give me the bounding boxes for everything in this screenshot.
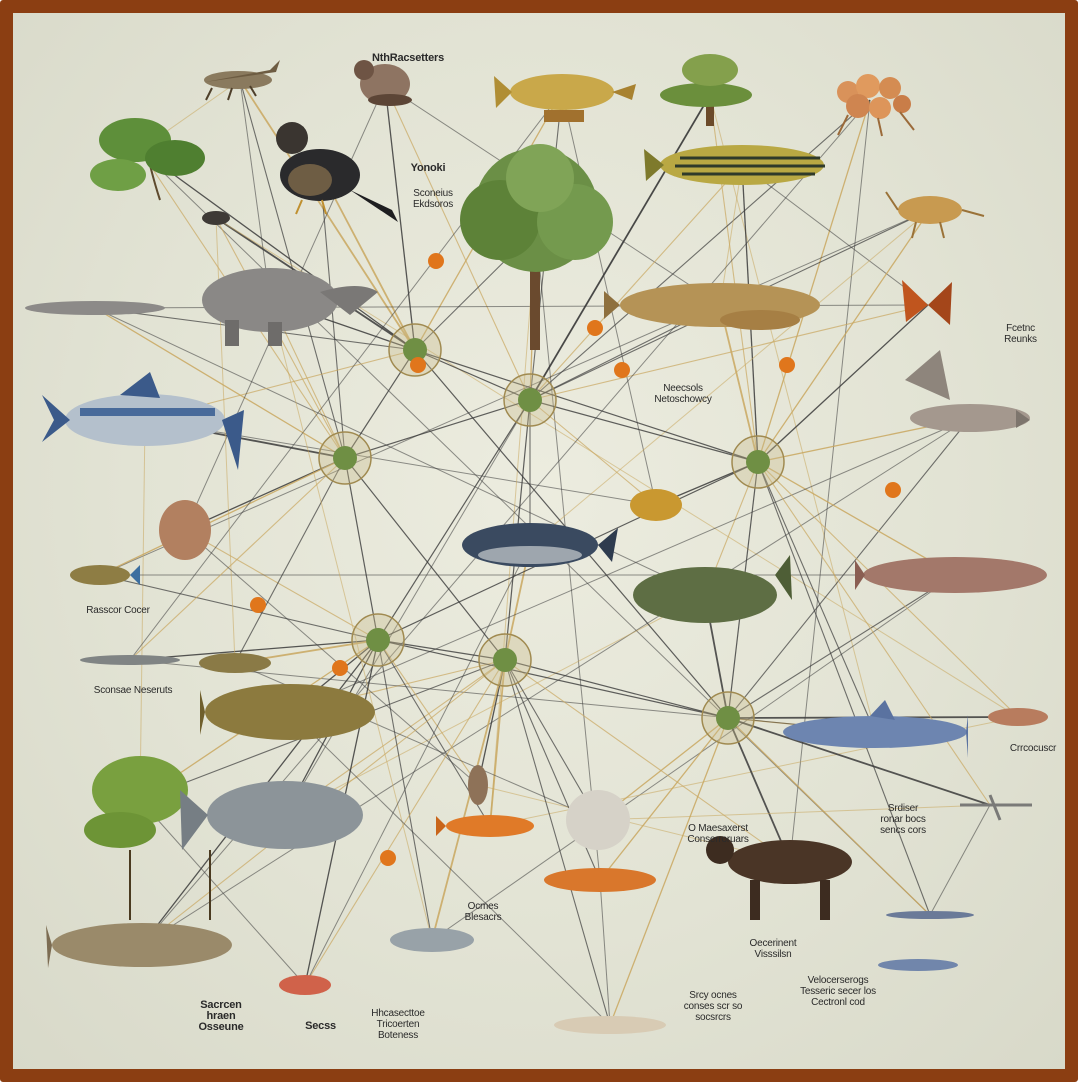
striped-fish-icon (644, 145, 825, 185)
crow-icon (276, 122, 398, 222)
sardine-icon (390, 928, 474, 952)
orange-node (380, 850, 396, 866)
label-right-mid-low: Srdiser ronar bocs sencs cors (868, 803, 938, 836)
crab-icon (837, 74, 914, 136)
catfish-icon (604, 283, 820, 330)
orange-node (779, 357, 795, 373)
long-fish-icon (25, 301, 165, 315)
orange-node (250, 597, 266, 613)
hub-core (746, 450, 770, 474)
swordfish-icon (42, 372, 244, 470)
green-fish-icon (633, 555, 792, 623)
small-bird-icon (202, 211, 230, 225)
organisms (25, 54, 1048, 1034)
orange-node (885, 482, 901, 498)
link-line (185, 530, 378, 640)
sponge-icon (468, 765, 488, 805)
label-center-low: O Maesaxerst Conserroruars (668, 823, 768, 845)
link-line (145, 420, 656, 505)
blue-shark-icon (783, 700, 968, 758)
weasel-icon (706, 836, 852, 920)
label-right-lower: Crrcocuscr (998, 743, 1068, 754)
hub-core (518, 388, 542, 412)
label-bottom-mid-a: Hhcasecttoe Tricoerten Boteness (353, 1008, 443, 1041)
larva-icon (554, 1016, 666, 1034)
label-center-bottom-a: Ocmes Blesacrs (453, 901, 513, 923)
link-line (100, 458, 345, 575)
shrimp-icon (886, 192, 984, 238)
link-line (130, 458, 345, 660)
link-line (505, 660, 728, 718)
label-right-top: Fcetnc Reunks (988, 323, 1053, 345)
link-line (240, 80, 270, 300)
link-line (235, 458, 345, 663)
orange-node (332, 660, 348, 676)
hammerhead-icon (905, 350, 1030, 432)
orange-node (428, 253, 444, 269)
butterfly-icon (902, 280, 952, 325)
link-line (530, 210, 930, 545)
shrimp-small-icon (988, 708, 1048, 726)
link-line (415, 350, 758, 462)
label-left-lower: Sconsae Neseruts (83, 685, 183, 696)
coral-icon (159, 500, 211, 560)
hub-core (493, 648, 517, 672)
palm-tree-icon (660, 54, 752, 126)
link-line (345, 458, 378, 640)
golden-fish-icon (494, 74, 636, 122)
label-bottom-mid-b: Srcy ocnes conses scr so socsrcrs (668, 990, 758, 1023)
beetle-icon (630, 489, 682, 521)
link-line (345, 400, 530, 458)
orange-node (587, 320, 603, 336)
label-bottom-right-b: Velocerserogs Tesseric secer los Cectron… (783, 975, 893, 1008)
rodent-icon (354, 60, 412, 106)
squirrel-icon (566, 790, 630, 850)
link-line (758, 462, 990, 805)
label-left-mid: Rasscor Cocer (73, 605, 163, 616)
link-line (600, 880, 610, 1025)
label-bottom-left-b: Secss (298, 1021, 343, 1032)
food-web-diagram (13, 13, 1065, 1069)
label-center-top: Neecsols Netoschowcy (638, 383, 728, 405)
grey-fish-icon (180, 781, 363, 850)
link-line (930, 805, 990, 915)
link-line (290, 418, 970, 712)
sailfish-icon (878, 911, 974, 971)
hub-core (333, 446, 357, 470)
plant-icon (90, 118, 205, 200)
label-upper-left-a: Yonoki (398, 163, 458, 174)
label-top: NthRacsetters (353, 53, 463, 64)
link-line (758, 305, 928, 462)
label-upper-left-b: Sconeius Ekdsoros (393, 188, 473, 210)
red-fish-icon (279, 975, 331, 995)
central-tree-icon (460, 144, 613, 350)
orange-fish-icon (436, 815, 534, 837)
label-bottom-right-a: Oecerinent Visssilsn (738, 938, 808, 960)
orange-node (410, 357, 426, 373)
hub-core (716, 706, 740, 730)
label-bottom-left-a: Sacrcen hraen Osseune (191, 1000, 251, 1033)
salmon-icon (855, 557, 1047, 593)
hub-core (366, 628, 390, 652)
trout-icon (46, 923, 232, 968)
link-line (432, 660, 505, 940)
link-line (378, 640, 728, 718)
pike-icon (200, 684, 375, 740)
orange-node (614, 362, 630, 378)
link-line (432, 575, 955, 940)
lobster-icon (544, 868, 656, 892)
rhino-icon (202, 268, 378, 346)
perch-icon (199, 653, 271, 673)
minnow-icon (80, 655, 180, 665)
